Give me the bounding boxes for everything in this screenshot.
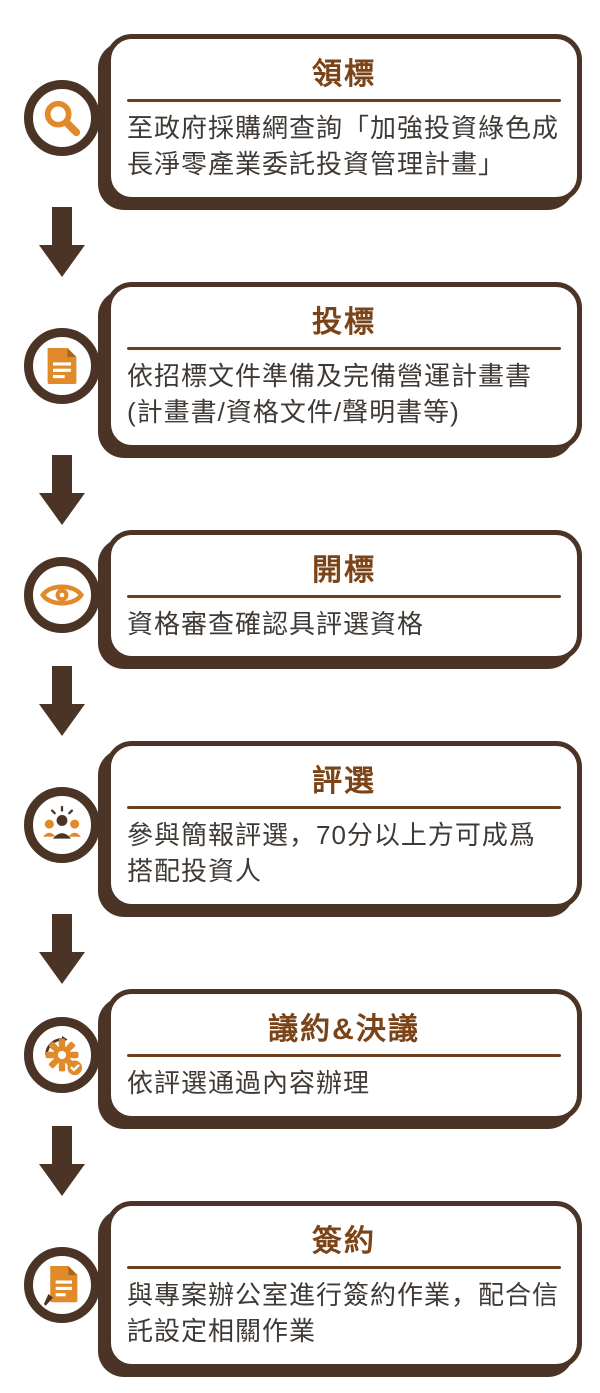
document-icon: [47, 347, 77, 384]
step-body: 至政府採購網查詢「加強投資綠色成長淨零產業委託投資管理計畫」: [127, 113, 560, 179]
down-arrow: [18, 909, 600, 989]
step-icon-column: [18, 79, 106, 156]
step-card: 議約&決議 依評選通過內容辦理: [106, 989, 582, 1121]
step-title: 投標: [312, 305, 376, 339]
title-divider: [127, 1266, 561, 1269]
step-body: 依評選通過內容辦理: [127, 1068, 371, 1099]
step-body: 參與簡報評選，70分以上方可成爲搭配投資人: [127, 820, 536, 887]
step-icon-circle: [24, 1246, 100, 1323]
down-arrow-icon: [39, 454, 85, 525]
down-arrow-icon: [39, 666, 85, 737]
step-card: 領標 至政府採購網查詢「加強投資綠色成長淨零產業委託投資管理計畫」: [106, 34, 582, 202]
step-submit-tender: 投標 依招標文件準備及完備營運計畫書(計畫書/資格文件/聲明書等): [18, 281, 600, 450]
down-arrow: [18, 202, 600, 282]
step-title: 簽約: [312, 1225, 376, 1258]
down-arrow: [18, 661, 600, 741]
step-icon-column: [18, 1017, 106, 1094]
step-open-tender: 開標 資格審查確認具評選資格: [18, 529, 600, 662]
contract-icon: [43, 1265, 78, 1306]
step-icon-circle: [24, 79, 100, 156]
step-icon-column: [18, 1246, 106, 1323]
step-card: 評選 參與簡報評選，70分以上方可成爲搭配投資人: [106, 741, 582, 910]
step-icon-column: [18, 327, 106, 404]
step-title: 評選: [312, 765, 376, 799]
down-arrow: [18, 1121, 600, 1201]
down-arrow: [18, 450, 600, 530]
step-sign-contract: 簽約 與專案辦公室進行簽約作業，配合信託設定相關作業: [18, 1201, 600, 1369]
step-card: 投標 依招標文件準備及完備營運計畫書(計畫書/資格文件/聲明書等): [106, 281, 582, 450]
title-divider: [127, 1054, 561, 1058]
title-divider: [127, 346, 561, 350]
title-divider: [127, 806, 561, 810]
eye-icon: [40, 584, 84, 606]
title-divider: [127, 99, 561, 102]
step-icon-circle: [24, 557, 100, 634]
step-icon-circle: [24, 1017, 100, 1094]
step-body: 與專案辦公室進行簽約作業，配合信託設定相關作業: [127, 1280, 560, 1346]
step-title: 領標: [312, 58, 376, 91]
step-body: 資格審查確認具評選資格: [127, 608, 425, 639]
step-title: 開標: [312, 553, 376, 587]
down-arrow-icon: [39, 914, 85, 985]
presentation-icon: [43, 806, 81, 839]
down-arrow-icon: [39, 1126, 85, 1196]
step-title: 議約&決議: [268, 1013, 420, 1047]
down-arrow-icon: [39, 206, 85, 277]
gear-sync-icon: [45, 1035, 83, 1076]
step-icon-column: [18, 557, 106, 634]
step-icon-circle: [24, 327, 100, 404]
search-icon: [44, 100, 81, 137]
step-icon-circle: [24, 787, 100, 864]
step-card: 開標 資格審查確認具評選資格: [106, 529, 582, 662]
step-claim-tender: 領標 至政府採購網查詢「加強投資綠色成長淨零產業委託投資管理計畫」: [18, 34, 600, 202]
step-body: 依招標文件準備及完備營運計畫書(計畫書/資格文件/聲明書等): [127, 360, 533, 427]
title-divider: [127, 594, 561, 598]
step-negotiation-resolution: 議約&決議 依評選通過內容辦理: [18, 989, 600, 1121]
step-icon-column: [18, 787, 106, 864]
step-evaluation: 評選 參與簡報評選，70分以上方可成爲搭配投資人: [18, 741, 600, 910]
step-card: 簽約 與專案辦公室進行簽約作業，配合信託設定相關作業: [106, 1201, 582, 1369]
